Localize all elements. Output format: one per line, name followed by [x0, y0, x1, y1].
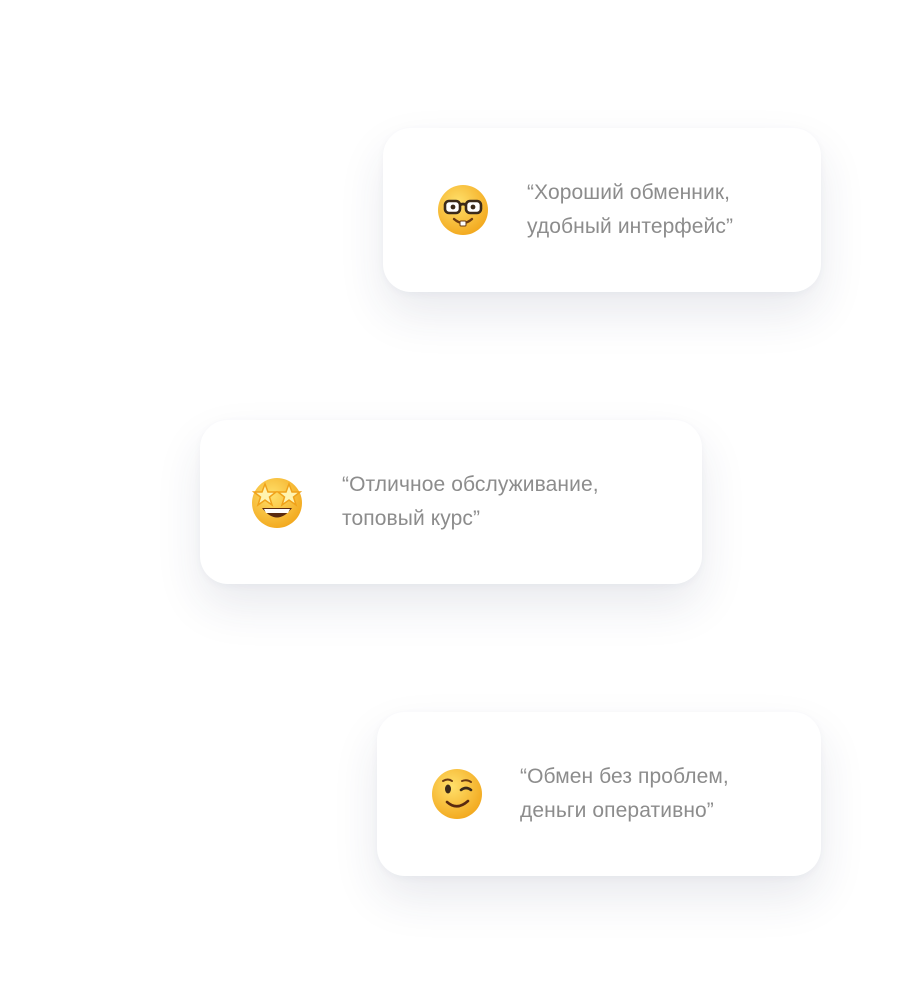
review-text: “Отличное обслуживание, топовый курс”: [342, 468, 599, 536]
review-line: топовый курс”: [342, 507, 481, 530]
review-line: “Отличное обслуживание,: [342, 473, 599, 496]
nerd-face-icon: [438, 185, 488, 235]
review-text: “Хороший обменник, удобный интерфейс”: [527, 176, 733, 244]
review-line: “Обмен без проблем,: [520, 765, 729, 788]
review-line: деньги оперативно”: [520, 799, 714, 822]
review-line: “Хороший обменник,: [527, 181, 731, 204]
winking-face-icon: [432, 769, 482, 819]
review-line: удобный интерфейс”: [527, 215, 734, 238]
review-text: “Обмен без проблем, деньги оперативно”: [520, 760, 729, 828]
review-card: “Хороший обменник, удобный интерфейс”: [383, 128, 821, 292]
star-struck-face-icon: [251, 478, 303, 528]
review-card: “Обмен без проблем, деньги оперативно”: [377, 712, 821, 876]
review-card: “Отличное обслуживание, топовый курс”: [200, 420, 702, 584]
